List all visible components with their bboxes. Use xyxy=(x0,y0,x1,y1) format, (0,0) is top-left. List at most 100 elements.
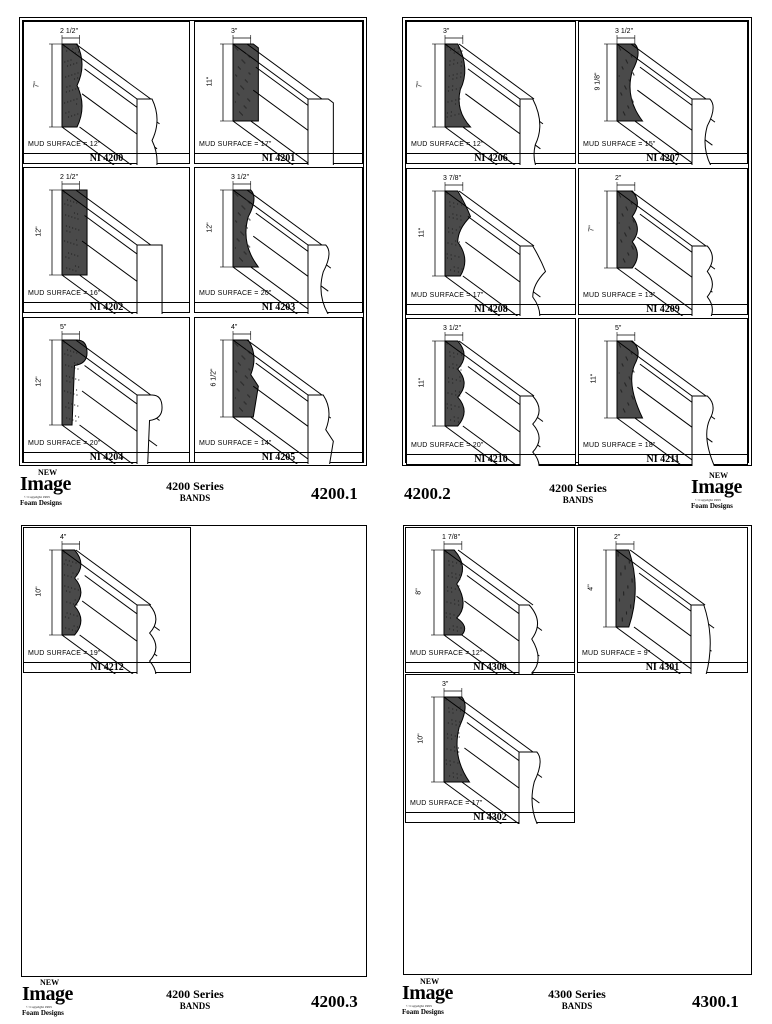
section-texture-dot xyxy=(76,626,79,628)
molding-edge-line xyxy=(462,275,519,316)
section-texture-dot xyxy=(65,76,67,78)
section-texture-dot xyxy=(67,241,69,243)
molding-edge-line xyxy=(630,43,707,100)
section-texture-dot xyxy=(620,239,622,241)
series-subtitle: BANDS xyxy=(179,1001,211,1011)
width-dimension-label: 3" xyxy=(443,28,450,35)
section-texture-dot xyxy=(237,212,239,214)
series-label-4200-3: 4200 Series BANDS xyxy=(140,988,250,1012)
molding-edge-line xyxy=(630,190,707,247)
section-texture-dot xyxy=(64,585,66,587)
width-dimension-label: 5" xyxy=(60,324,67,331)
logo-new-text: NEW xyxy=(420,977,440,986)
section-texture-dot xyxy=(618,194,621,196)
section-texture-dot xyxy=(453,52,455,54)
section-texture-dot xyxy=(447,90,450,92)
section-texture-dot xyxy=(631,353,633,355)
series-title: 4200 Series xyxy=(549,481,607,495)
logo-image-text: Image xyxy=(691,476,742,498)
section-texture-dot xyxy=(452,74,454,76)
molding-edge-line xyxy=(630,340,707,397)
section-texture-dot xyxy=(458,736,460,738)
molding-profile-end xyxy=(518,604,539,674)
section-texture-dot xyxy=(237,195,239,197)
section-texture-dot xyxy=(75,420,77,422)
molding-profile-section xyxy=(61,549,82,636)
section-texture-dot xyxy=(240,409,243,411)
product-code: NI 4208 xyxy=(407,304,575,315)
molding-drawing xyxy=(49,35,160,165)
molding-drawing xyxy=(49,331,163,464)
section-texture-dot xyxy=(618,47,621,49)
section-texture-dot xyxy=(451,393,453,395)
section-texture-dot xyxy=(627,585,629,587)
molding-drawing xyxy=(432,35,544,165)
section-texture-dot xyxy=(67,575,69,577)
section-texture-dot xyxy=(618,599,621,601)
section-texture-dot xyxy=(244,225,246,227)
section-texture-dot xyxy=(629,228,631,230)
section-texture-dot xyxy=(237,389,239,391)
molding-profile-section xyxy=(232,339,259,418)
molding-drawing xyxy=(431,541,543,674)
section-texture-dot xyxy=(451,576,453,578)
section-texture-dot xyxy=(245,376,247,378)
section-texture-dot xyxy=(621,620,623,622)
section-texture-dot xyxy=(624,86,626,88)
molding-profile-end xyxy=(136,394,163,464)
section-texture-dot xyxy=(624,114,626,116)
section-texture-dot xyxy=(65,375,68,377)
section-texture-dot xyxy=(454,735,456,737)
section-texture-dot xyxy=(76,202,78,204)
molding-cell: 2 1/2"12"MUD SURFACE = 16"NI 4202 xyxy=(23,167,190,314)
section-texture-dot xyxy=(236,92,238,94)
section-texture-dot xyxy=(77,589,79,591)
section-texture-dot xyxy=(70,59,72,61)
section-texture-dot xyxy=(70,355,72,357)
section-texture-dot xyxy=(245,107,247,109)
molding-edge-line xyxy=(232,120,294,165)
section-texture-dot xyxy=(67,252,70,254)
section-texture-dot xyxy=(457,267,459,269)
section-texture-dot xyxy=(64,203,66,205)
section-texture-dot xyxy=(624,568,626,570)
logo-foam-designs-text: Foam Designs xyxy=(402,1008,444,1016)
section-texture-dot xyxy=(69,602,71,604)
molding-cell: 3 7/8"11"MUD SURFACE = 17"NI 4208 xyxy=(406,168,576,316)
section-texture-dot xyxy=(249,369,251,371)
section-texture-dot xyxy=(76,98,78,100)
section-texture-dot xyxy=(460,350,462,352)
section-texture-dot xyxy=(242,60,244,62)
section-texture-dot xyxy=(628,254,630,256)
molding-edge-line xyxy=(634,120,696,165)
section-texture-dot xyxy=(453,599,456,601)
section-texture-dot xyxy=(249,73,251,75)
section-texture-dot xyxy=(455,99,457,101)
section-texture-dot xyxy=(631,581,633,583)
series-subtitle: BANDS xyxy=(561,1001,593,1011)
section-texture-dot xyxy=(234,192,236,194)
section-texture-dot xyxy=(620,574,622,576)
section-texture-dot xyxy=(241,59,243,61)
molding-edge-line xyxy=(458,43,535,100)
section-texture-dot xyxy=(241,114,244,116)
molding-edge-line xyxy=(443,549,520,606)
molding-cell: 1 7/8"8"MUD SURFACE = 12"NI 4300 xyxy=(405,527,575,674)
section-texture-dot xyxy=(625,357,628,359)
molding-edge-line xyxy=(457,696,534,753)
section-texture-dot xyxy=(461,50,463,52)
section-texture-dot xyxy=(632,100,634,102)
section-texture-dot xyxy=(627,253,629,255)
section-texture-dot xyxy=(633,371,635,373)
section-texture-dot xyxy=(630,201,632,203)
product-code: NI 4300 xyxy=(406,662,574,673)
molding-profile-section xyxy=(444,43,472,128)
molding-edge-line xyxy=(250,120,312,165)
section-texture-dot xyxy=(237,362,239,364)
section-texture-dot xyxy=(74,73,76,75)
section-texture-dot xyxy=(236,221,238,223)
section-texture-dot xyxy=(448,216,450,218)
molding-drawing xyxy=(604,332,716,466)
molding-profile-end xyxy=(690,604,711,674)
mud-surface-label: MUD SURFACE = 20" xyxy=(411,442,484,449)
